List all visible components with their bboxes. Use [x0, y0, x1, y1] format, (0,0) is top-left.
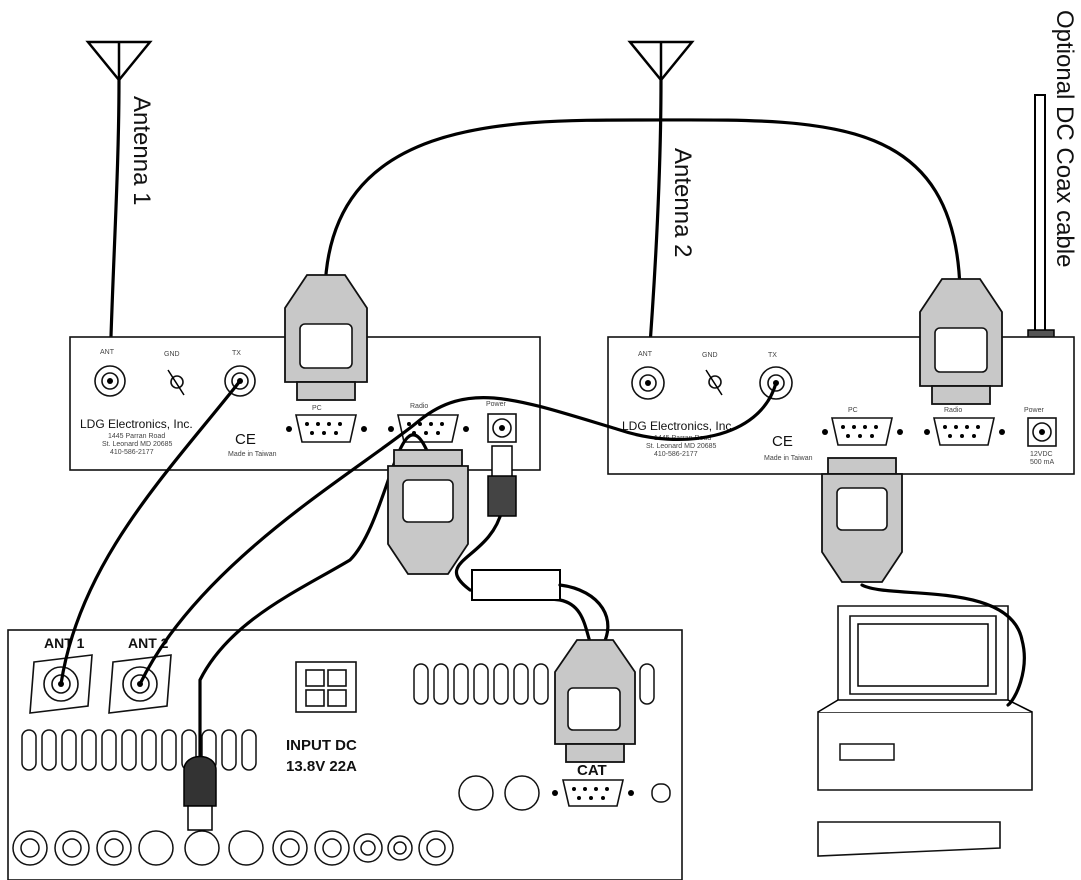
left-radio-connector-plug [387, 449, 469, 575]
switch-right-radio-port [924, 417, 1005, 446]
radio-ant1-label: ANT 1 [44, 635, 85, 651]
radio-vent-slots-top [413, 663, 655, 705]
cable-power-to-cat [454, 508, 594, 650]
switch-right-pc-label: PC [848, 407, 858, 414]
switch-right-gnd-label: GND [702, 352, 718, 359]
switch-right-gnd-screw-icon [705, 369, 723, 396]
switch-left-brand: LDG Electronics, Inc. [80, 417, 193, 431]
antenna-1-label: Antenna 1 [128, 96, 155, 205]
cable-right-tx-to-radio-ant2 [138, 381, 778, 686]
switch-left-address-1: 1445 Parran Road [108, 433, 165, 440]
switch-left-power-jack [487, 413, 517, 443]
radio-dc-plug [183, 755, 217, 831]
switch-right-tx-label: TX [768, 352, 777, 359]
switch-left-power-label: Power [486, 401, 507, 408]
switch-right-made-in: Made in Taiwan [764, 455, 813, 462]
computer-icon [817, 605, 1033, 857]
radio-vent-slots-left [21, 729, 257, 771]
cable-splitter-icon [471, 569, 610, 652]
switch-left-made-in: Made in Taiwan [228, 451, 277, 458]
radio-ant2-label: ANT 2 [128, 635, 169, 651]
power-plug-connector [487, 445, 517, 517]
switch-right-address-3: 410-586-2177 [654, 451, 698, 458]
switch-left-gnd-screw-icon [167, 369, 185, 396]
radio-round-ports [12, 775, 540, 866]
switch-right-power-spec-2: 500 mA [1030, 459, 1054, 466]
switch-left-address-2: St. Leonard MD 20685 [102, 441, 173, 448]
left-pc-connector-plug [284, 274, 368, 401]
radio-cat-label: CAT [577, 762, 607, 779]
cable-pc-to-pc [323, 118, 962, 292]
cat-connector-plug [554, 639, 636, 763]
switch-left-pc-label: PC [312, 405, 322, 412]
switch-right-pc-port [822, 417, 903, 446]
switch-right-power-jack [1027, 417, 1057, 447]
switch-right-power-label: Power [1024, 407, 1045, 414]
dc-coax-cable-label: Optional DC Coax cable [1051, 10, 1078, 267]
radio-input-dc-spec: 13.8V 22A [286, 758, 357, 775]
cable-left-tx-to-radio-ant1 [59, 379, 242, 686]
antenna-1-icon [85, 40, 153, 370]
right-pc-connector-plug [919, 278, 1003, 405]
switch-right-brand: LDG Electronics, Inc. [622, 419, 735, 433]
radio-input-dc-label: INPUT DC [286, 737, 357, 754]
switch-left-tx-label: TX [232, 350, 241, 357]
switch-left-ce-mark: CE [235, 431, 256, 448]
switch-right-ant-label: ANT [638, 351, 653, 358]
cable-left-radio-to-cat [198, 433, 432, 762]
cable-right-pc-to-computer [860, 583, 1026, 707]
switch-right-radio-label: Radio [944, 407, 962, 414]
right-pc-to-computer-plug [821, 457, 903, 583]
switch-right-ce-mark: CE [772, 433, 793, 450]
switch-left-radio-label: Radio [410, 403, 428, 410]
switch-right-address-2: St. Leonard MD 20685 [646, 443, 717, 450]
switch-right-power-spec-1: 12VDC [1030, 451, 1053, 458]
switch-right-ant-port [631, 366, 665, 400]
switch-left-ant-label: ANT [100, 349, 115, 356]
antenna-2-label: Antenna 2 [669, 148, 696, 257]
switch-left-gnd-label: GND [164, 351, 180, 358]
radio-power-connector-icon [295, 661, 357, 713]
switch-left-address-3: 410-586-2177 [110, 449, 154, 456]
switch-left-pc-port [286, 414, 367, 443]
switch-left-ant-port [94, 365, 126, 397]
radio-cat-port [552, 779, 671, 807]
